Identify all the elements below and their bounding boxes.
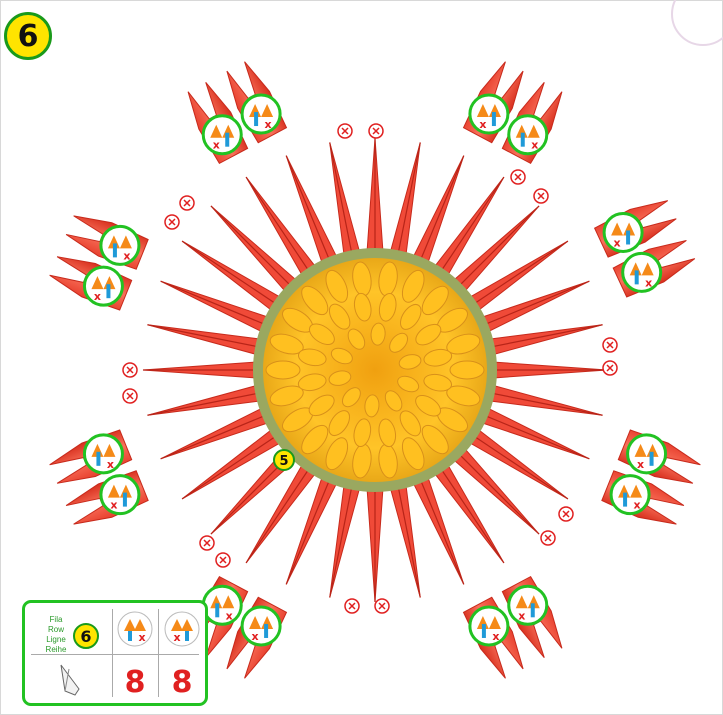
cross-marker-icon: [123, 363, 137, 377]
spike-piece: [143, 361, 270, 379]
legend-table: Fila Row Ligne Reihe 6 x x 8 8: [22, 600, 208, 706]
svg-text:x: x: [107, 458, 114, 471]
svg-text:x: x: [252, 630, 259, 643]
cross-marker-icon: [511, 170, 525, 184]
spike-piece: [366, 475, 384, 602]
svg-text:x: x: [634, 499, 641, 512]
piece-pair: xx: [454, 54, 576, 169]
insert-direction-icon: x: [242, 607, 280, 645]
piece-pair: xx: [598, 422, 706, 538]
insert-direction-icon: x: [203, 116, 241, 154]
count-right: 8: [162, 665, 202, 700]
insert-direction-icon: x: [604, 213, 642, 251]
svg-text:x: x: [94, 290, 101, 303]
svg-text:x: x: [138, 631, 145, 644]
cross-marker-icon: [200, 536, 214, 550]
svg-text:x: x: [213, 139, 220, 152]
svg-text:x: x: [265, 118, 272, 131]
piece-pair: xx: [44, 202, 152, 318]
svg-text:x: x: [479, 118, 486, 131]
svg-text:x: x: [110, 499, 117, 512]
insert-direction-icon: x: [611, 476, 649, 514]
cross-marker-icon: [369, 124, 383, 138]
svg-text:x: x: [123, 249, 130, 262]
insert-direction-icon: x: [628, 435, 666, 473]
cross-marker-icon: [541, 531, 555, 545]
insert-direction-icon: x: [623, 253, 661, 291]
insert-direction-icon: x: [242, 95, 280, 133]
svg-text:x: x: [492, 630, 499, 643]
insert-direction-icon: x: [84, 267, 122, 305]
cross-marker-icon: [375, 599, 389, 613]
insert-direction-icon: x: [101, 476, 139, 514]
yellow-piece: [450, 361, 484, 379]
ring-five-marker: 5: [274, 450, 294, 470]
origami-piece-icon: [55, 661, 85, 699]
svg-text:x: x: [637, 458, 644, 471]
cross-marker-icon: [534, 189, 548, 203]
insert-direction-icon: x: [84, 435, 122, 473]
cross-marker-icon: [123, 389, 137, 403]
insert-direction-icon: x: [470, 95, 508, 133]
insert-direction-icon: x: [509, 586, 547, 624]
svg-text:x: x: [226, 609, 233, 622]
row-number-badge: 6: [73, 623, 99, 649]
cross-marker-icon: [216, 553, 230, 567]
spike-piece: [366, 138, 384, 265]
svg-text:x: x: [531, 139, 538, 152]
piece-pair: xx: [454, 571, 576, 686]
svg-text:x: x: [614, 236, 621, 249]
insert-direction-icon: x: [115, 609, 155, 649]
spike-piece: [480, 361, 607, 379]
yellow-piece: [266, 361, 300, 379]
cross-marker-icon: [165, 215, 179, 229]
count-left: 8: [115, 665, 155, 700]
insert-direction-icon: x: [470, 607, 508, 645]
insert-direction-icon: x: [509, 116, 547, 154]
insert-direction-icon: x: [101, 226, 139, 264]
cross-marker-icon: [180, 196, 194, 210]
svg-text:x: x: [173, 631, 180, 644]
cross-marker-icon: [603, 361, 617, 375]
step-number-badge: 6: [4, 12, 52, 60]
cross-marker-icon: [345, 599, 359, 613]
cross-marker-icon: [603, 338, 617, 352]
piece-pair: xx: [174, 54, 296, 169]
svg-text:x: x: [518, 609, 525, 622]
cross-marker-icon: [338, 124, 352, 138]
insert-direction-icon: x: [203, 586, 241, 624]
ring-five-label: 5: [279, 454, 288, 469]
insert-direction-icon: x: [162, 609, 202, 649]
piece-pair: xx: [44, 422, 152, 538]
cross-marker-icon: [559, 507, 573, 521]
svg-text:x: x: [645, 276, 652, 289]
piece-pair: xx: [590, 187, 702, 306]
